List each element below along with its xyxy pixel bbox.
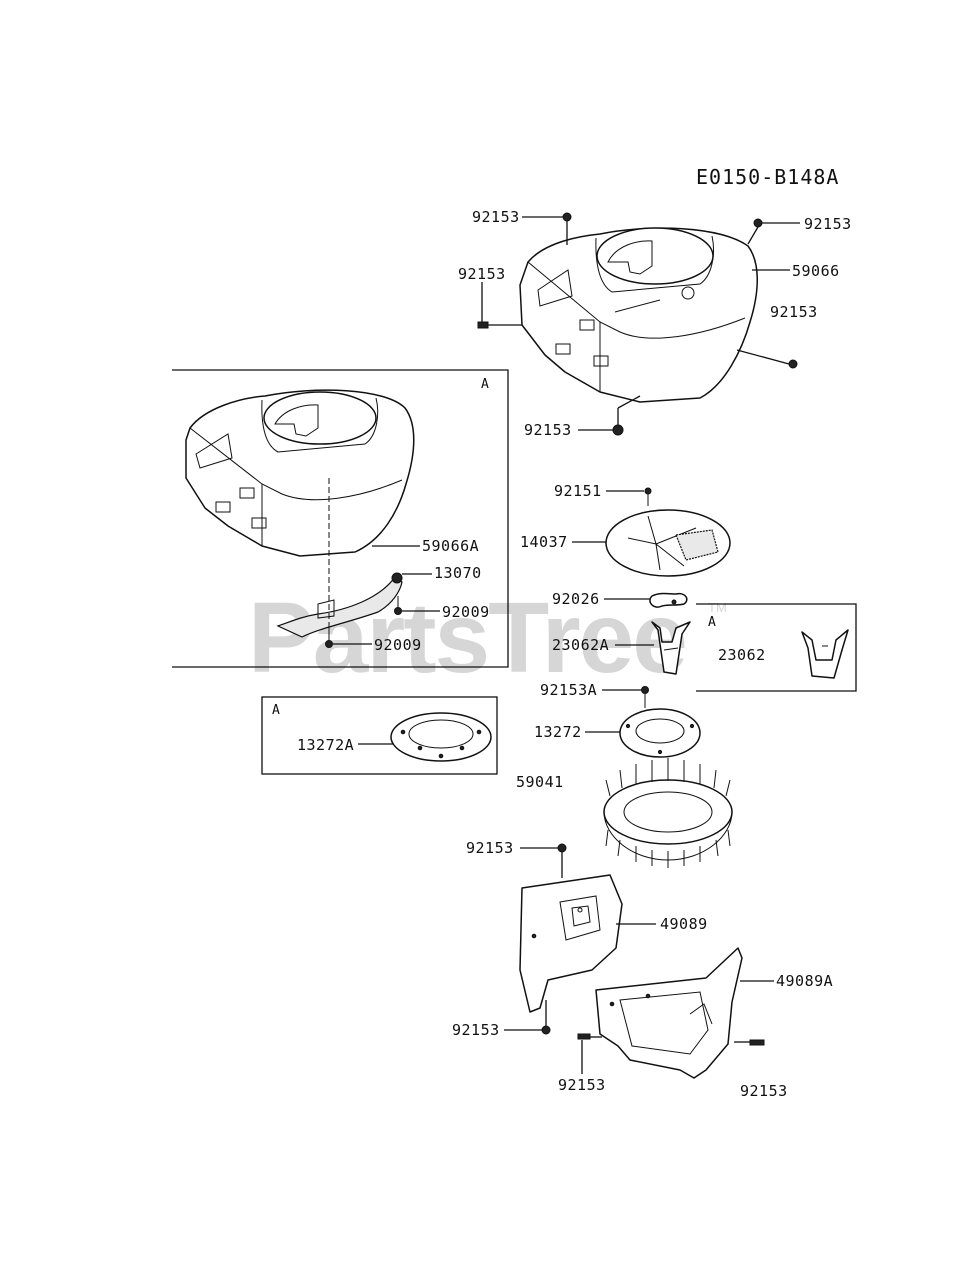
- inset-box-a-bracket: A: [696, 603, 857, 692]
- label-23062A[interactable]: 23062A: [552, 636, 609, 654]
- diagram-id: E0150-B148A: [696, 165, 839, 189]
- label-92153A[interactable]: 92153A: [540, 681, 597, 699]
- bracket-92026[interactable]: [649, 592, 688, 608]
- screw-92153A[interactable]: [641, 686, 649, 709]
- label-92009-lower[interactable]: 92009: [374, 636, 422, 654]
- label-92153-cover-left[interactable]: 92153: [558, 1076, 606, 1094]
- inset-tag-a-housing: A: [481, 377, 489, 392]
- label-14037[interactable]: 14037: [520, 533, 568, 551]
- guard-49089[interactable]: [519, 874, 623, 1013]
- watermark-tm: TM: [708, 600, 727, 615]
- label-92153-guard-bottom[interactable]: 92153: [452, 1021, 500, 1039]
- inset-tag-a-plate: A: [272, 703, 280, 718]
- label-59066A[interactable]: 59066A: [422, 537, 479, 555]
- blower-housing-59066A[interactable]: [185, 389, 415, 557]
- leader-lines-screen: [572, 490, 654, 733]
- label-59066[interactable]: 59066: [792, 262, 840, 280]
- screw-92151[interactable]: [644, 487, 652, 506]
- label-92153-top-left[interactable]: 92153: [472, 208, 520, 226]
- label-92153-top-right[interactable]: 92153: [804, 215, 852, 233]
- label-13070[interactable]: 13070: [434, 564, 482, 582]
- label-49089[interactable]: 49089: [660, 915, 708, 933]
- label-59041[interactable]: 59041: [516, 773, 564, 791]
- blower-housing-59066[interactable]: [519, 227, 758, 403]
- baffle-13070[interactable]: [276, 576, 403, 638]
- label-92026[interactable]: 92026: [552, 590, 600, 608]
- inset-box-a-plate: A: [261, 696, 498, 775]
- label-92153-cover-right[interactable]: 92153: [740, 1082, 788, 1100]
- label-49089A[interactable]: 49089A: [776, 972, 833, 990]
- fan-59041[interactable]: [603, 758, 733, 868]
- leader-lines-cover: [581, 980, 774, 1074]
- hardware-92009[interactable]: [325, 572, 403, 648]
- plate-13272A[interactable]: [390, 712, 492, 762]
- plate-13272[interactable]: [619, 708, 701, 758]
- label-92151[interactable]: 92151: [554, 482, 602, 500]
- label-92153-bottom[interactable]: 92153: [524, 421, 572, 439]
- leader-lines-guard: [504, 847, 656, 1031]
- label-92153-left[interactable]: 92153: [458, 265, 506, 283]
- cover-49089A[interactable]: [595, 947, 743, 1079]
- label-23062[interactable]: 23062: [718, 646, 766, 664]
- bracket-23062[interactable]: [801, 629, 849, 679]
- inset-tag-a-bracket: A: [708, 615, 716, 630]
- inset-box-a-housing: A: [172, 369, 509, 668]
- screen-14037[interactable]: [605, 509, 731, 577]
- bracket-23062A[interactable]: [651, 621, 691, 675]
- label-92009-upper[interactable]: 92009: [442, 603, 490, 621]
- leader-lines-inset-a: [328, 478, 440, 645]
- leader-lines-housing: [481, 216, 800, 431]
- watermark: PartsTree: [248, 582, 686, 694]
- label-13272A[interactable]: 13272A: [297, 736, 354, 754]
- label-92153-guard-top[interactable]: 92153: [466, 839, 514, 857]
- label-92153-right[interactable]: 92153: [770, 303, 818, 321]
- label-13272[interactable]: 13272: [534, 723, 582, 741]
